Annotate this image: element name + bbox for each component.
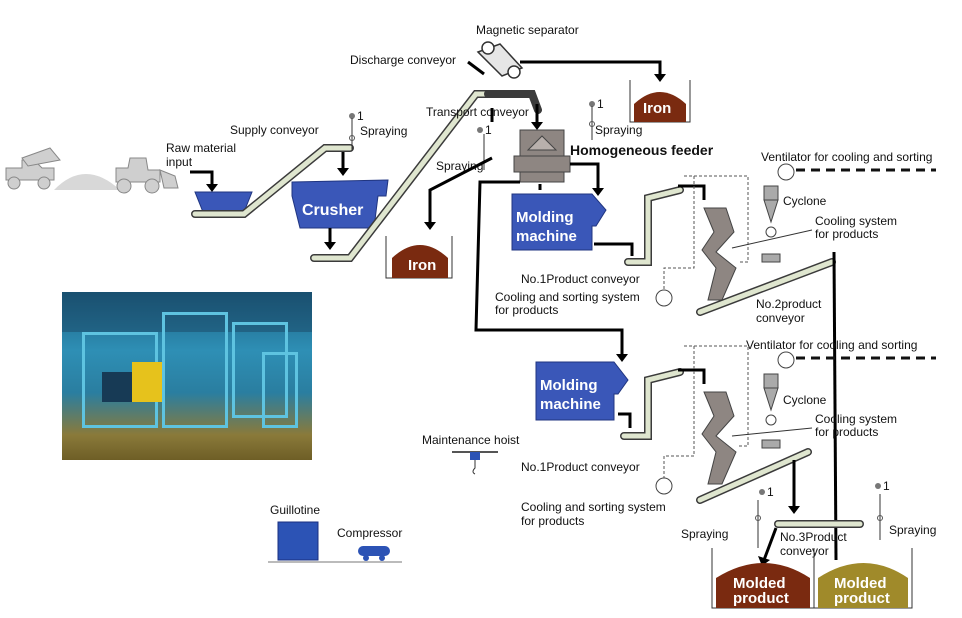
cooling-sorting-label-upper-2: for products bbox=[495, 303, 558, 317]
maintenance-hoist-label: Maintenance hoist bbox=[422, 433, 520, 447]
molded-product-left-label-1: Molded bbox=[733, 575, 786, 592]
no3-conveyor-label-1: No.3Product bbox=[780, 530, 847, 544]
spray-nozzle-icon: 1 bbox=[349, 109, 364, 150]
no2-conveyor-label-1: No.2product bbox=[756, 297, 822, 311]
spray-nozzle-icon: 1 bbox=[875, 479, 890, 540]
no3-conveyor-label-2: conveyor bbox=[780, 544, 829, 558]
compressor-icon bbox=[358, 546, 390, 561]
dump-truck-icon bbox=[5, 147, 61, 190]
homogeneous-feeder-label: Homogeneous feeder bbox=[570, 142, 714, 158]
homogeneous-feeder bbox=[513, 129, 571, 183]
molded-product-bin-right bbox=[813, 548, 913, 609]
cooling-sorting-label-lower-1: Cooling and sorting system bbox=[521, 500, 666, 514]
iron-label-middle: Iron bbox=[408, 257, 436, 274]
cooling-system-label-upper-2: for products bbox=[815, 227, 878, 241]
molding-machine-1-label-1: Molding bbox=[516, 209, 573, 226]
crusher-label: Crusher bbox=[302, 202, 363, 219]
svg-text:1: 1 bbox=[485, 123, 492, 137]
spraying-label-1: Spraying bbox=[360, 124, 407, 138]
no2-conveyor-label-2: conveyor bbox=[756, 311, 805, 325]
molded-product-left-label-2: product bbox=[733, 590, 789, 607]
svg-text:1: 1 bbox=[883, 479, 890, 493]
magnetic-separator bbox=[476, 41, 524, 79]
input-hopper bbox=[194, 191, 253, 213]
spraying-label-5: Spraying bbox=[889, 523, 936, 537]
molded-product-right-label-1: Molded bbox=[834, 575, 887, 592]
spraying-label-3: Spraying bbox=[595, 123, 642, 137]
hoist-icon bbox=[452, 451, 498, 475]
supply-conveyor-label: Supply conveyor bbox=[230, 123, 319, 137]
blower-icon bbox=[655, 289, 673, 307]
iron-bin-top bbox=[629, 80, 691, 123]
molding-machine-2 bbox=[535, 361, 629, 421]
raw-material-label-2: input bbox=[166, 155, 193, 169]
duct-upper bbox=[663, 175, 749, 298]
cyclone-label-upper: Cyclone bbox=[783, 194, 827, 208]
cooling-system-label-upper-1: Cooling system bbox=[815, 214, 897, 228]
cooling-sorting-label-lower-2: for products bbox=[521, 514, 584, 528]
molding-machine-2-label-1: Molding bbox=[540, 377, 597, 394]
molding-machine-1-label-2: machine bbox=[516, 228, 577, 245]
cyclone-upper bbox=[761, 185, 781, 263]
no1-conveyor-label-upper: No.1Product conveyor bbox=[521, 272, 640, 286]
no1-product-conveyor-lower bbox=[620, 368, 684, 440]
ventilator-label-lower: Ventilator for cooling and sorting bbox=[746, 338, 917, 352]
guillotine-icon bbox=[277, 521, 319, 561]
duct-lower bbox=[663, 345, 749, 484]
material-pile bbox=[54, 174, 120, 190]
spray-nozzle-icon: 1 bbox=[477, 123, 492, 170]
svg-text:1: 1 bbox=[357, 109, 364, 123]
molding-machine-2-label-2: machine bbox=[540, 396, 601, 413]
ventilator-upper-icon bbox=[777, 163, 795, 181]
ventilator-label-upper: Ventilator for cooling and sorting bbox=[761, 150, 932, 164]
input-arrow bbox=[190, 170, 214, 186]
cooling-tower-lower bbox=[701, 391, 737, 485]
molding-machine-1 bbox=[511, 193, 607, 251]
blower-icon bbox=[655, 477, 673, 495]
no1-product-conveyor-upper bbox=[624, 186, 684, 266]
cyclone-lower bbox=[761, 373, 781, 449]
cooling-system-label-lower-1: Cooling system bbox=[815, 412, 897, 426]
magnetic-separator-label: Magnetic separator bbox=[476, 23, 579, 37]
factory-photo bbox=[62, 292, 312, 460]
no1-conveyor-label-lower: No.1Product conveyor bbox=[521, 460, 640, 474]
compressor-label: Compressor bbox=[337, 526, 402, 540]
ventilator-lower-icon bbox=[777, 351, 795, 369]
svg-text:1: 1 bbox=[597, 97, 604, 111]
cyclone-label-lower: Cyclone bbox=[783, 393, 827, 407]
iron-label-top: Iron bbox=[643, 100, 671, 117]
guillotine-label: Guillotine bbox=[270, 503, 320, 517]
cooling-system-label-lower-2: for products bbox=[815, 425, 878, 439]
discharge-conveyor-label: Discharge conveyor bbox=[350, 53, 456, 67]
cooling-sorting-label-upper-1: Cooling and sorting system bbox=[495, 290, 640, 304]
spray-nozzle-icon: 1 bbox=[755, 485, 774, 548]
crusher bbox=[291, 179, 389, 229]
transport-conveyor-label: Transport conveyor bbox=[426, 105, 529, 119]
spraying-label-4: Spraying bbox=[681, 527, 728, 541]
iron-bin-middle bbox=[385, 236, 453, 279]
raw-material-label-1: Raw material bbox=[166, 141, 236, 155]
cooling-tower-upper bbox=[701, 207, 737, 301]
molded-product-right-label-2: product bbox=[834, 590, 890, 607]
spray-nozzle-icon: 1 bbox=[589, 97, 604, 140]
svg-text:1: 1 bbox=[767, 485, 774, 499]
wheel-loader-icon bbox=[115, 157, 179, 194]
